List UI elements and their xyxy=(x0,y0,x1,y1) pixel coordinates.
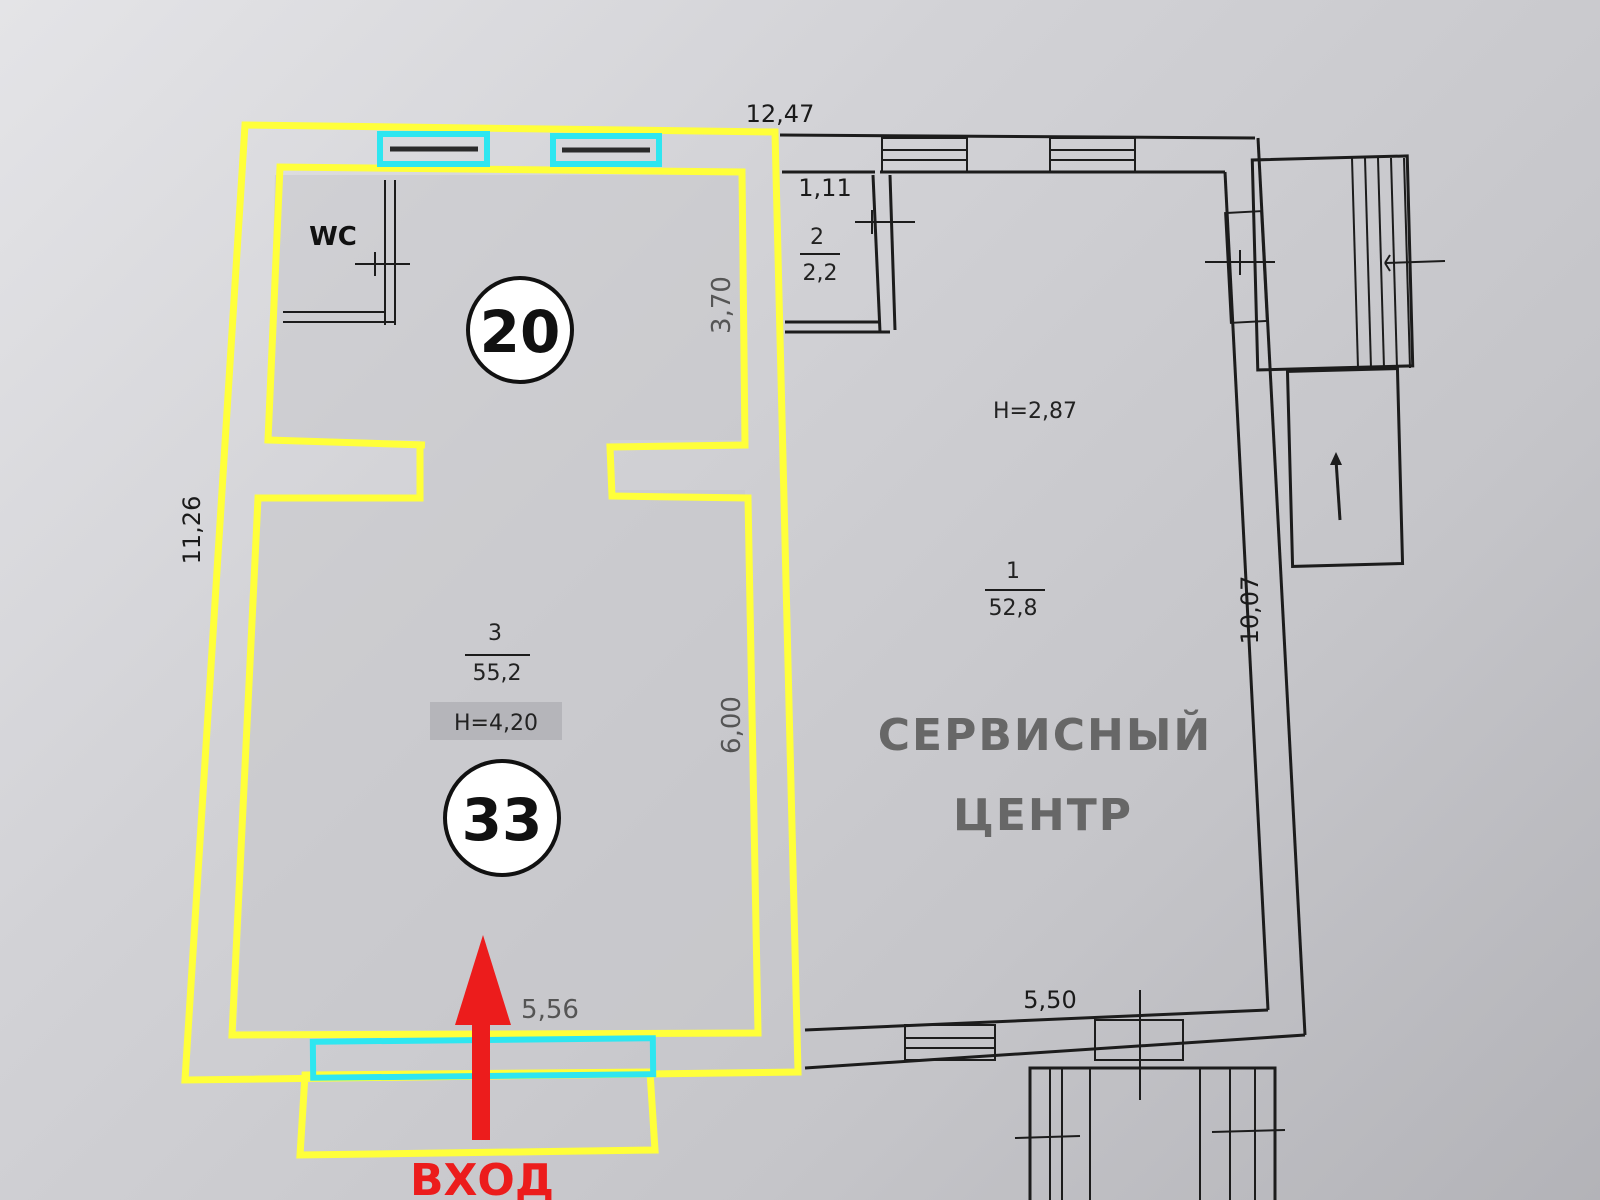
dim-left-height: 11,26 xyxy=(178,496,206,565)
exterior-stairs xyxy=(1250,154,1446,568)
bottom-porch xyxy=(1014,1066,1286,1200)
room1-height: H=2,87 xyxy=(993,399,1077,424)
dim-right-height: 10,07 xyxy=(1236,576,1264,645)
room3-height-box xyxy=(430,702,562,740)
room3-number: 3 xyxy=(488,621,502,646)
entry-label: ВХОД xyxy=(410,1155,554,1200)
entry-arrow-shaft xyxy=(472,1010,490,1140)
dim-top-width: 12,47 xyxy=(746,100,815,128)
entry-arrow-head xyxy=(455,935,511,1025)
dimension-labels: 12,47 11,26 10,07 3,70 6,00 5,56 5,50 1,… xyxy=(178,100,1264,1025)
room2-number: 2 xyxy=(810,225,824,250)
service-center-walls xyxy=(779,133,1307,1100)
room20-badge-circle xyxy=(466,276,574,384)
room1-number: 1 xyxy=(1006,559,1020,584)
room3-height: H=4,20 xyxy=(454,711,538,736)
dim-room33-height: 6,00 xyxy=(717,696,747,754)
room-labels: 2 2,2 H=2,87 1 52,8 3 55,2 H=4,20 xyxy=(430,225,1077,740)
room1-area: 52,8 xyxy=(989,596,1038,621)
window-top-right xyxy=(550,133,662,167)
service-center-line1: СЕРВИСНЫЙ xyxy=(878,708,1213,761)
room20-badge: 20 xyxy=(480,298,561,366)
dim-bottom-width: 5,50 xyxy=(1023,986,1076,1014)
room33-badge-circle xyxy=(443,759,561,877)
dim-room2-width: 1,11 xyxy=(798,174,851,202)
wc-label: WC xyxy=(309,222,357,252)
room3-area: 55,2 xyxy=(473,661,522,686)
room2-area: 2,2 xyxy=(803,261,838,286)
dim-room33-width: 5,56 xyxy=(521,995,579,1025)
window-top-left xyxy=(377,131,490,167)
service-center-line2: ЦЕНТР xyxy=(953,790,1133,841)
room-fill xyxy=(237,175,758,1030)
overlay-annotations: WC 20 33 СЕРВИСНЫЙ ЦЕНТР ВХОД xyxy=(309,222,1213,1200)
wc-partition xyxy=(283,180,410,325)
dim-room20-height: 3,70 xyxy=(707,276,737,334)
room33-badge: 33 xyxy=(462,786,543,854)
